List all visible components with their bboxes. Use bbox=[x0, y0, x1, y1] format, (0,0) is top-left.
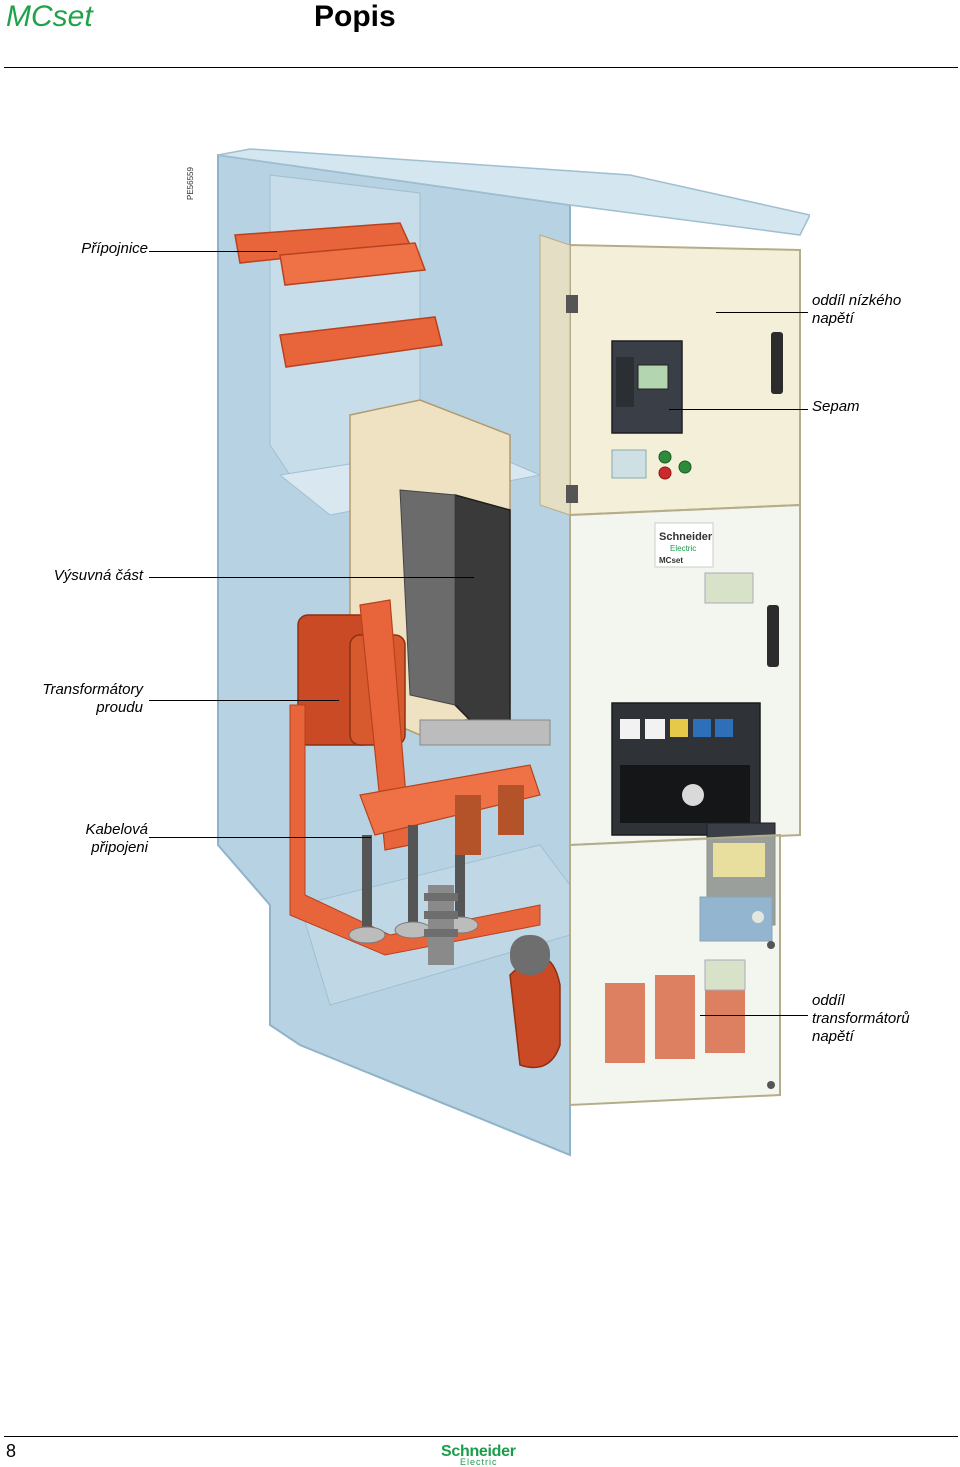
circuit-breaker-front bbox=[454, 494, 511, 726]
vt-compartment bbox=[569, 833, 781, 1107]
leader-lv-compartment bbox=[716, 312, 808, 313]
panel-logo-line1: Schneider bbox=[659, 531, 713, 543]
callout-current-transformers: Transformátory proudu bbox=[10, 681, 143, 717]
page-number: 8 bbox=[6, 1441, 17, 1461]
leader-cable-connection bbox=[149, 837, 371, 838]
leader-busbars bbox=[149, 251, 277, 252]
callout-withdrawable: Výsuvná část bbox=[53, 567, 143, 584]
push-button-green-2 bbox=[678, 460, 692, 474]
surge-arrester-1 bbox=[424, 885, 458, 965]
cabinet-top bbox=[217, 148, 810, 236]
photo-code: PE56559 bbox=[186, 167, 195, 200]
breaker-window-label bbox=[704, 572, 754, 604]
leader-current-transformers bbox=[149, 700, 339, 701]
leader-withdrawable bbox=[149, 577, 474, 578]
callout-lv-line1: oddíl nízkého bbox=[812, 292, 902, 309]
callout-cable-line2: připojeni bbox=[91, 839, 148, 856]
breaker-control-indicator-4 bbox=[693, 719, 711, 737]
breaker-control-indicator-5 bbox=[715, 719, 733, 737]
hinge-4 bbox=[767, 1081, 775, 1089]
hinge-2 bbox=[566, 485, 578, 503]
callout-vt-compartment: oddíl transformátorů napětí bbox=[812, 992, 952, 1046]
footer-logo-name: Schneider bbox=[441, 1443, 516, 1460]
callout-vt-line3: napětí bbox=[812, 1028, 854, 1045]
busbar-3 bbox=[279, 316, 443, 368]
callout-cable-line1: Kabelová bbox=[85, 821, 148, 838]
lv-door-handle bbox=[771, 332, 783, 394]
sepam-label-strip bbox=[616, 357, 634, 407]
cable-busbar bbox=[359, 764, 541, 836]
busbar-2 bbox=[279, 242, 427, 286]
cable-gland-1 bbox=[348, 926, 386, 944]
callout-cable-connection: Kabelová připojeni bbox=[20, 821, 148, 857]
breaker-control-indicator-3 bbox=[670, 719, 688, 737]
panel-logo-plate bbox=[654, 522, 714, 568]
callout-sepam: Sepam bbox=[812, 398, 860, 415]
panel-logo-line2: Electric bbox=[670, 544, 696, 553]
vt-window-label bbox=[704, 959, 746, 991]
callout-lv-line2: napětí bbox=[812, 310, 854, 327]
page-title: Popis bbox=[314, 0, 396, 33]
leader-vt-compartment bbox=[700, 1015, 808, 1016]
push-button-red bbox=[658, 466, 672, 480]
brand-title: MCset bbox=[6, 0, 93, 33]
push-button-green-1 bbox=[658, 450, 672, 464]
callout-vt-line2: transformátorů bbox=[812, 1010, 910, 1027]
lv-compartment-side bbox=[539, 234, 571, 516]
header-divider bbox=[4, 67, 958, 68]
callout-vt-line1: oddíl bbox=[812, 992, 845, 1009]
footer-divider bbox=[4, 1436, 958, 1437]
callout-ct-line1: Transformátory bbox=[42, 681, 143, 698]
leader-sepam bbox=[669, 409, 808, 410]
cable-copper-frame bbox=[289, 704, 541, 956]
voltage-transformer-2 bbox=[655, 975, 695, 1059]
breaker-control-indicator-1 bbox=[620, 719, 640, 739]
indicator-panel bbox=[611, 449, 647, 479]
sepam-display bbox=[637, 364, 669, 390]
breaker-control-knob bbox=[682, 784, 704, 806]
hinge-1 bbox=[566, 295, 578, 313]
callout-lv-compartment: oddíl nízkého napětí bbox=[812, 292, 952, 328]
breaker-control-indicator-2 bbox=[645, 719, 665, 739]
breaker-door-handle bbox=[767, 605, 779, 667]
cable-2 bbox=[408, 825, 418, 925]
circuit-breaker-side bbox=[399, 489, 456, 706]
lv-compartment-door bbox=[569, 243, 801, 517]
insulator-stack bbox=[455, 785, 524, 855]
vt-bushing bbox=[510, 935, 550, 975]
cable-1 bbox=[362, 835, 372, 930]
cable-3 bbox=[455, 815, 465, 920]
switchgear-illustration: Schneider Electric MCset bbox=[217, 148, 810, 1157]
panel-logo-line3: MCset bbox=[659, 556, 683, 565]
hinge-3 bbox=[767, 941, 775, 949]
callout-busbars: Přípojnice bbox=[81, 240, 148, 257]
footer-logo-sub: Electric bbox=[460, 1457, 498, 1467]
voltage-transformer-1 bbox=[605, 983, 645, 1063]
breaker-rail bbox=[419, 719, 551, 746]
callout-ct-line2: proudu bbox=[96, 699, 143, 716]
